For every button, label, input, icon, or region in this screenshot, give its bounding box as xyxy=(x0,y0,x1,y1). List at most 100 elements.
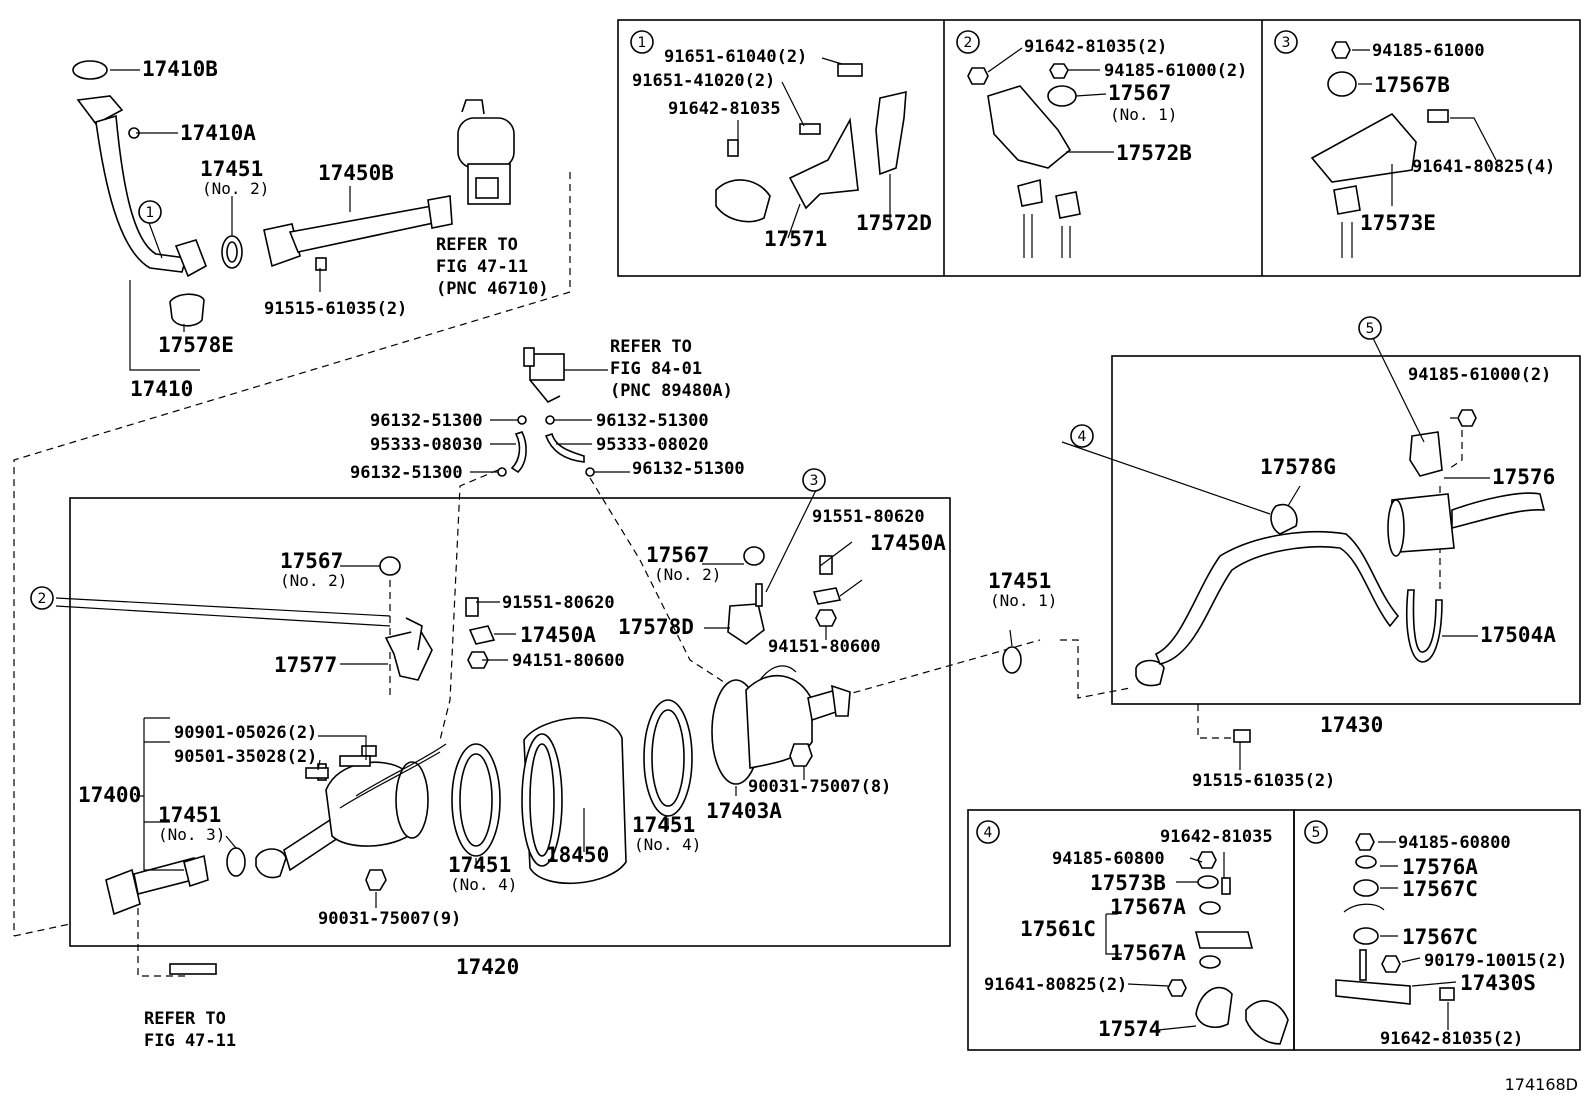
label-90031-9: 90031-75007(9) xyxy=(318,909,461,929)
label-no1: (No. 1) xyxy=(990,591,1057,610)
inset1-label-17571: 17571 xyxy=(764,227,827,251)
sensor-hose-leader xyxy=(589,477,731,687)
inset-1-parts xyxy=(715,63,907,223)
label-90901: 90901-05026(2) xyxy=(174,723,317,743)
label-17577: 17577 xyxy=(274,653,337,677)
clamp-17577 xyxy=(384,617,433,681)
sensor-switch xyxy=(523,347,565,404)
label-17567-left: 17567 xyxy=(280,549,343,573)
bolt-91551-right xyxy=(819,555,833,575)
label-no3: (No. 3) xyxy=(158,825,225,844)
callout-1-main: 1 xyxy=(138,200,162,224)
inset-3-parts xyxy=(1310,41,1449,258)
svg-text:3: 3 xyxy=(1282,35,1291,51)
callout-4-inset: 4 xyxy=(976,820,1000,844)
assembly-dashed-leader-2 xyxy=(13,923,71,937)
inset4-label-17574: 17574 xyxy=(1098,1017,1161,1041)
label-17400: 17400 xyxy=(78,783,141,807)
bracket-leader xyxy=(1449,417,1463,469)
label-91515-b: 91515-61035(2) xyxy=(1192,771,1335,791)
gasket-17451-no4-right xyxy=(643,699,693,817)
inset-2-parts xyxy=(967,63,1081,258)
callout-2-main: 2 xyxy=(30,586,54,610)
callout-5-main: 5 xyxy=(1358,316,1382,340)
refer-1-line2: FIG 47-11 xyxy=(436,257,528,277)
label-17410B: 17410B xyxy=(142,57,218,81)
tailpipe-17430 xyxy=(1135,492,1546,687)
label-17576: 17576 xyxy=(1492,465,1555,489)
inset-5-parts xyxy=(1335,833,1455,1005)
refer-2-line3: (PNC 89480A) xyxy=(610,381,733,401)
inset3-label-17567B: 17567B xyxy=(1374,73,1450,97)
bolt-91551-left xyxy=(465,597,479,617)
refer-2-line1: REFER TO xyxy=(610,337,692,357)
svg-text:5: 5 xyxy=(1312,825,1321,841)
svg-text:2: 2 xyxy=(964,35,973,51)
leader-lines xyxy=(55,47,1497,1031)
inset-5-frame xyxy=(1293,809,1581,1051)
label-17451-no4-right: 17451 xyxy=(632,813,695,837)
bolt-front xyxy=(169,963,217,975)
bracket-17578D xyxy=(727,583,765,645)
callout-2-inset: 2 xyxy=(956,30,980,54)
svg-text:5: 5 xyxy=(1366,321,1375,337)
inset4-label-17567A-1: 17567A xyxy=(1110,895,1186,919)
bolts-and-nuts xyxy=(169,555,837,975)
front-pipe-17400 xyxy=(105,854,209,916)
svg-text:3: 3 xyxy=(810,473,819,489)
nut-94151-left xyxy=(467,651,489,669)
converter-outlet-17403A xyxy=(711,665,851,785)
clamp-17578G xyxy=(1270,503,1298,535)
hoses xyxy=(497,415,595,477)
label-90501: 90501-35028(2) xyxy=(174,747,317,767)
label-94151-right: 94151-80600 xyxy=(768,637,881,657)
label-17451-no2: 17451 xyxy=(200,157,263,181)
label-91551-left: 91551-80620 xyxy=(502,593,615,613)
inset5-label-17576A: 17576A xyxy=(1402,855,1478,879)
refer-3-line1: REFER TO xyxy=(144,1009,226,1029)
label-no2-c: (No. 2) xyxy=(654,565,721,584)
inset5-label-91642: 91642-81035(2) xyxy=(1380,1029,1523,1049)
inset1-label-91651-41020: 91651-41020(2) xyxy=(632,71,775,91)
label-no4-a: (No. 4) xyxy=(450,875,517,894)
label-17403A: 17403A xyxy=(706,799,782,823)
label-17420: 17420 xyxy=(456,955,519,979)
nut-90031-9 xyxy=(365,869,387,891)
label-17504A: 17504A xyxy=(1480,623,1556,647)
grommet-17567-left xyxy=(379,556,401,576)
inset5-label-17567C-2: 17567C xyxy=(1402,925,1478,949)
bolt-90501 xyxy=(305,767,329,779)
nut-94151-right xyxy=(815,609,837,627)
label-no2-b: (No. 2) xyxy=(280,571,347,590)
gasket-17451-no1 xyxy=(1002,646,1022,674)
inset4-label-17561C: 17561C xyxy=(1020,917,1096,941)
label-17451-no3: 17451 xyxy=(158,803,221,827)
bracket-17450A-right xyxy=(812,587,842,605)
catalyst-18450 xyxy=(521,717,627,885)
inset2-label-91642: 91642-81035(2) xyxy=(1024,37,1167,57)
bracket-17450A-left xyxy=(468,625,496,645)
label-17451-no4-left: 17451 xyxy=(448,853,511,877)
label-96132-2: 96132-51300 xyxy=(596,411,709,431)
svg-text:4: 4 xyxy=(984,825,993,841)
label-18450: 18450 xyxy=(546,843,609,867)
callout-4-main: 4 xyxy=(1070,424,1094,448)
gasket-17451-no4-left xyxy=(451,743,501,857)
refer-1-line3: (PNC 46710) xyxy=(436,279,549,299)
label-no2-a: (No. 2) xyxy=(202,179,269,198)
svg-text:1: 1 xyxy=(638,35,647,51)
bolt-90901 xyxy=(339,755,371,767)
center-exhaust-pipe xyxy=(263,195,453,271)
inset1-label-91642: 91642-81035 xyxy=(668,99,781,119)
grommet-17567-right xyxy=(743,546,765,566)
label-17410A: 17410A xyxy=(180,121,256,145)
callout-3-inset: 3 xyxy=(1274,30,1298,54)
inset5-label-90179: 90179-10015(2) xyxy=(1424,951,1567,971)
label-94151-left: 94151-80600 xyxy=(512,651,625,671)
catalytic-converter-group-frame xyxy=(69,497,951,947)
bracket-17576 xyxy=(1409,409,1477,477)
inset4-label-91641: 91641-80825(2) xyxy=(984,975,1127,995)
label-95333-08020: 95333-08020 xyxy=(596,435,709,455)
